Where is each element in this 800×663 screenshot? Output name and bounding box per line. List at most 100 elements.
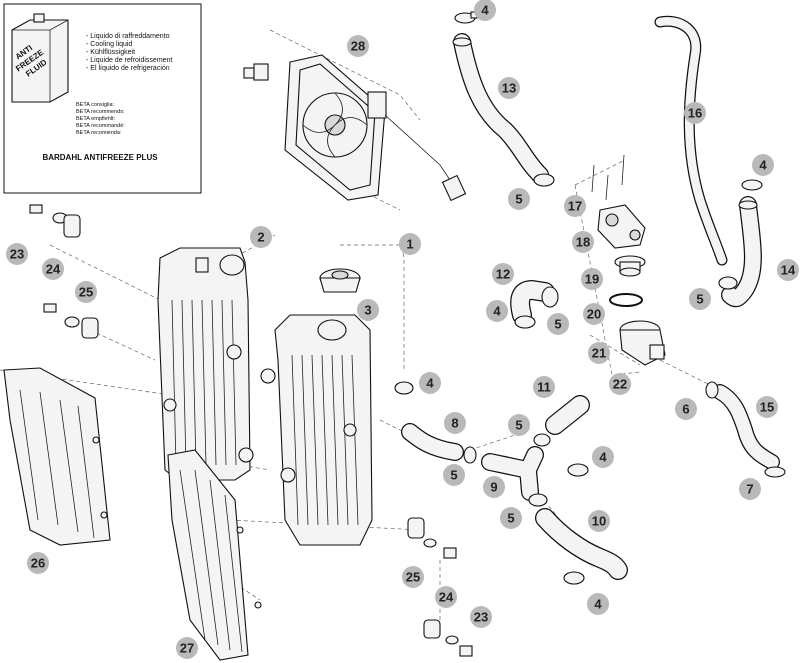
grommet-25-right-lower: [423, 619, 441, 639]
y-pipe-9: [481, 446, 544, 501]
callout-5-hose-14: 5: [689, 288, 711, 310]
hose-15: [712, 384, 780, 470]
svg-text:18: 18: [576, 235, 590, 250]
svg-text:5: 5: [450, 468, 457, 483]
clamp-hose-8-side: [463, 446, 477, 464]
recommend-de: BETA empfiehlt:: [76, 116, 115, 122]
callout-13: 13: [498, 77, 520, 99]
callout-11: 11: [533, 376, 555, 398]
coolant-name-en: - Cooling liquid: [86, 41, 132, 48]
callout-15: 15: [756, 396, 778, 418]
callout-23-right: 23: [470, 606, 492, 628]
hose-12: [510, 279, 555, 325]
svg-text:13: 13: [502, 81, 516, 96]
svg-text:16: 16: [688, 106, 702, 121]
svg-text:4: 4: [599, 450, 607, 465]
callout-24-right: 24: [435, 586, 457, 608]
callout-25-left: 25: [75, 281, 97, 303]
fan-switch-bolt: [243, 63, 269, 81]
recommend-en: BETA recommends:: [76, 109, 125, 115]
cooling-fan-assembly: [243, 54, 467, 202]
clamp-hose-13-bottom: [533, 173, 555, 187]
svg-text:8: 8: [451, 416, 458, 431]
svg-text:24: 24: [439, 590, 454, 605]
svg-text:15: 15: [760, 400, 774, 415]
callout-5-y-pipe-top: 5: [508, 414, 530, 436]
svg-text:5: 5: [507, 511, 514, 526]
svg-text:5: 5: [515, 418, 522, 433]
callout-4-top: 4: [474, 0, 496, 21]
callout-16: 16: [684, 102, 706, 124]
callout-3: 3: [357, 299, 379, 321]
radiator-grille-right: [167, 449, 262, 661]
callout-6: 6: [675, 398, 697, 420]
svg-text:27: 27: [180, 641, 194, 656]
callout-24-left: 24: [42, 258, 64, 280]
svg-text:26: 26: [31, 556, 45, 571]
recommend-it: BETA consiglia:: [76, 102, 115, 108]
svg-text:2: 2: [257, 230, 264, 245]
svg-text:20: 20: [587, 307, 601, 322]
hose-8: [401, 423, 464, 461]
washer-24-right-lower: [445, 635, 459, 645]
bolt-23-left-lower: [43, 303, 57, 313]
callout-14: 14: [777, 259, 799, 281]
svg-text:4: 4: [759, 158, 767, 173]
hose-14: [721, 196, 762, 308]
callout-5-hose-13: 5: [508, 188, 530, 210]
callout-25-right: 25: [402, 566, 424, 588]
svg-text:1: 1: [406, 237, 413, 252]
coolant-name-es: - El líquido de refrigeración: [86, 65, 170, 72]
bolt-23-right-lower: [459, 645, 473, 657]
svg-text:28: 28: [351, 39, 365, 54]
callout-21: 21: [588, 342, 610, 364]
radiator-right-fins: [291, 354, 359, 526]
svg-text:9: 9: [490, 480, 497, 495]
grommet-25-left-lower: [81, 317, 99, 339]
radiator-cap: [319, 268, 361, 293]
hardware-right: [407, 517, 473, 657]
thermostat-housing: [597, 204, 646, 249]
thermostat-cover: [619, 320, 666, 366]
recommend-es: BETA recomienda:: [76, 130, 122, 136]
svg-text:4: 4: [481, 3, 489, 18]
svg-text:24: 24: [46, 262, 61, 277]
callout-5-hose-12: 5: [547, 313, 569, 335]
svg-text:3: 3: [364, 303, 371, 318]
radiator-right: [260, 314, 373, 546]
coolant-name-de: - Kühlflüssigkeit: [86, 49, 135, 56]
coolant-name-it: - Liquido di raffreddamento: [86, 33, 170, 40]
callout-4-middle: 4: [419, 372, 441, 394]
callout-5-y-pipe-bottom: 5: [500, 507, 522, 529]
svg-text:21: 21: [592, 346, 606, 361]
svg-text:12: 12: [496, 267, 510, 282]
svg-text:7: 7: [746, 482, 753, 497]
thermostat-group: [591, 154, 666, 366]
clamp-hose-14-bottom: [718, 276, 738, 290]
clamp-y-pipe-bottom: [528, 493, 548, 507]
svg-text:17: 17: [568, 199, 582, 214]
washer-24-left-lower: [64, 316, 80, 328]
bolt-23-right: [443, 547, 457, 559]
callout-4-y-pipe: 4: [592, 446, 614, 468]
svg-text:23: 23: [474, 610, 488, 625]
hose-13: [452, 33, 549, 184]
callout-4-right: 4: [752, 154, 774, 176]
callout-19: 19: [581, 268, 603, 290]
thermostat-o-ring: [609, 293, 643, 307]
clamp-hose-14-top: [741, 179, 763, 191]
svg-text:4: 4: [426, 376, 434, 391]
callout-20: 20: [583, 303, 605, 325]
hose-10: [535, 508, 628, 580]
callout-28: 28: [347, 35, 369, 57]
callout-9: 9: [483, 476, 505, 498]
callout-18: 18: [572, 231, 594, 253]
callout-26: 26: [27, 552, 49, 574]
svg-text:25: 25: [79, 285, 93, 300]
antifreeze-can-icon: ANTI FREEZE FLUID: [11, 13, 69, 103]
callout-22: 22: [609, 373, 631, 395]
callout-layer: 1 2 3 4 4 4 4 4 4 5 5 5 5 5 5 6 7 8 9 10…: [6, 0, 799, 659]
callout-5-hose-8: 5: [443, 464, 465, 486]
svg-text:10: 10: [592, 514, 606, 529]
